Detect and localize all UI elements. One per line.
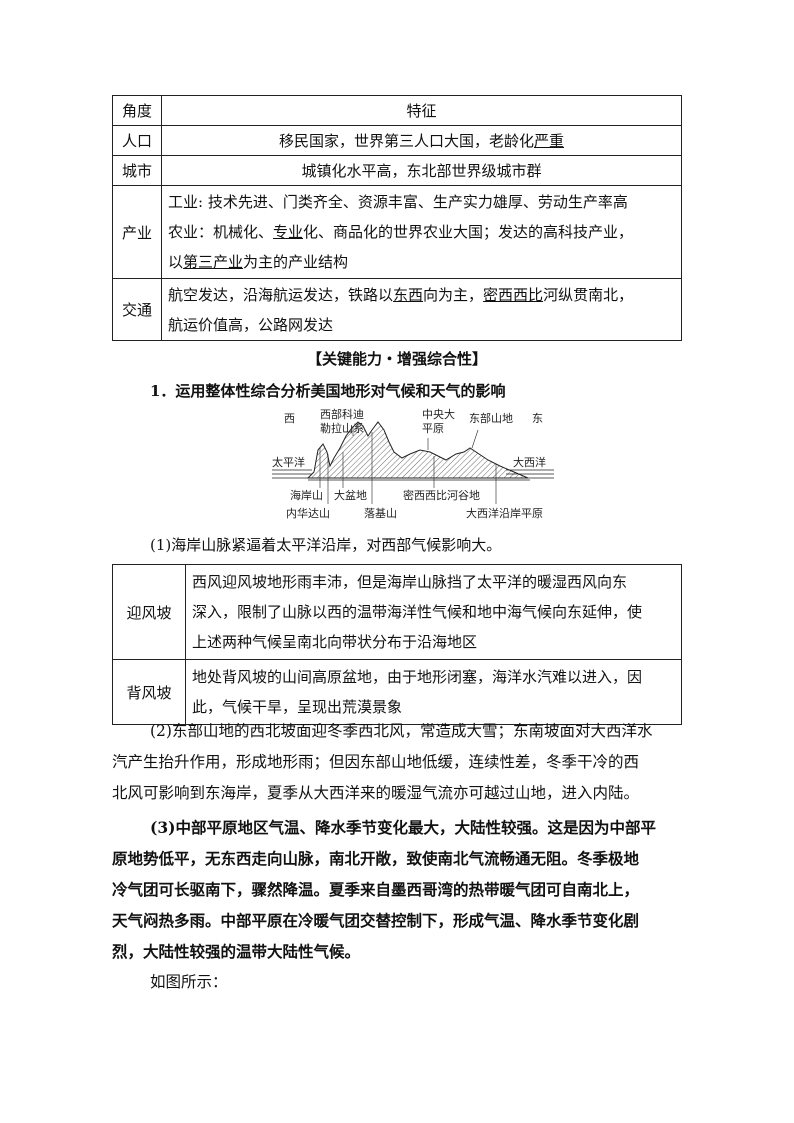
item-title: 1．运用整体性综合分析美国地形对气候和天气的影响: [150, 382, 506, 400]
section-title: 【关键能力・增强综合性】: [306, 350, 487, 368]
leeward-line-2: 此，气候干旱，呈现出荒漠景象: [192, 698, 403, 716]
point-3-line-3: 冷气团可长驱南下，骤然降温。夏季来自墨西哥湾的热带暖气团可自南北上，: [112, 880, 640, 899]
row-label-transport: 交通: [112, 278, 162, 341]
us-features-table: 角度 特征 人口 移民国家，世界第三人口大国，老龄化严重 城市 城镇化水平高，东…: [112, 95, 682, 341]
row-label-leeward: 背风坡: [112, 659, 186, 725]
row-label-population: 人口: [112, 125, 162, 156]
point-3-line-1: (3)中部平原地区气温、降水季节变化最大，大陆性较强。这是因为中部平: [150, 818, 656, 837]
label-great-basin: 大盆地: [334, 488, 367, 502]
windward-line-2: 深入，限制了山脉以西的温带海洋性气候和地中海气候向东延伸，使: [192, 603, 643, 621]
leeward-line-1: 地处背风坡的山间高原盆地，由于地形闭塞，海洋水汽难以进入，因: [192, 668, 643, 686]
header-angle: 角度: [112, 95, 162, 126]
point-2-paragraph: (2)东部山地的西北坡面迎冬季西北风，常造成大雪；东南坡面对大西洋水 汽产生抬升…: [112, 716, 682, 809]
point-3-line-4: 天气闷热多雨。中部平原在冷暖气团交替控制下，形成气温、降水季节变化剧: [112, 911, 640, 930]
label-cordillera-2: 勒拉山系: [320, 421, 364, 435]
windward-line-3: 上述两种气候呈南北向带状分布于沿海地区: [192, 633, 478, 651]
label-rockies: 落基山: [364, 507, 397, 520]
point-2-line-2: 汽产生抬升作用，形成地形雨；但因东部山地低缓，连续性差，冬季干冷的西: [112, 753, 640, 771]
row-text-city: 城镇化水平高，东北部世界级城市群: [161, 155, 682, 186]
table-row: 人口 移民国家，世界第三人口大国，老龄化严重: [112, 125, 682, 156]
point-3-line-2: 原地势低平，无东西走向山脉，南北开敞，致使南北气流畅通无阻。冬季极地: [112, 849, 640, 868]
point-2-line-3: 北风可影响到东海岸，夏季从大西洋来的暖湿气流亦可越过山地，进入内陆。: [112, 784, 640, 802]
row-label-industry: 产业: [112, 185, 162, 279]
label-coast-ranges: 海岸山: [290, 488, 323, 502]
row-text-industry: 工业: 技术先进、门类齐全、资源丰富、生产实力雄厚、劳动生产率高 农业：机械化、…: [161, 185, 682, 279]
row-text-leeward: 地处背风坡的山间高原盆地，由于地形闭塞，海洋水汽难以进入，因 此，气候干旱，呈现…: [185, 659, 682, 725]
table-row: 产业 工业: 技术先进、门类齐全、资源丰富、生产实力雄厚、劳动生产率高 农业：机…: [112, 185, 682, 279]
label-west: 西: [284, 412, 295, 425]
us-terrain-profile-diagram: 西 西部科迪 勒拉山系 中央大 平原 东部山地 东 太平洋 大西洋 海岸山 大盆…: [272, 408, 554, 520]
header-features: 特征: [161, 95, 682, 126]
transport-line-2: 航运价值高，公路网发达: [168, 315, 334, 334]
table-row: 城市 城镇化水平高，东北部世界级城市群: [112, 155, 682, 186]
table-row: 迎风坡 西风迎风坡地形雨丰沛，但是海岸山脉挡了太平洋的暖湿西风向东 深入，限制了…: [112, 564, 682, 660]
label-atlantic-plain: 大西洋沿岸平原: [466, 506, 543, 520]
row-text-windward: 西风迎风坡地形雨丰沛，但是海岸山脉挡了太平洋的暖湿西风向东 深入，限制了山脉以西…: [185, 564, 682, 660]
label-plains-2: 平原: [422, 422, 444, 435]
point-3-paragraph: (3)中部平原地区气温、降水季节变化最大，大陆性较强。这是因为中部平 原地势低平…: [112, 812, 682, 967]
slope-climate-table: 迎风坡 西风迎风坡地形雨丰沛，但是海岸山脉挡了太平洋的暖湿西风向东 深入，限制了…: [112, 564, 682, 725]
label-east: 东: [532, 412, 543, 425]
transport-line-1: 航空发达，沿海航运发达，铁路以东西向为主，密西西比河纵贯南北，: [168, 285, 634, 304]
label-pacific: 太平洋: [272, 455, 305, 469]
industry-line-1: 工业: 技术先进、门类齐全、资源丰富、生产实力雄厚、劳动生产率高: [168, 193, 628, 211]
point-3-line-5: 烈，大陆性较强的温带大陆性气候。: [112, 942, 361, 961]
windward-line-1: 西风迎风坡地形雨丰沛，但是海岸山脉挡了太平洋的暖湿西风向东: [192, 573, 628, 591]
table-row: 交通 航空发达，沿海航运发达，铁路以东西向为主，密西西比河纵贯南北， 航运价值高…: [112, 278, 682, 341]
industry-line-2: 农业：机械化、专业化、商品化的世界农业大国；发达的高科技产业，: [168, 223, 634, 241]
figure-intro: 如图所示：: [150, 973, 228, 991]
label-plains-1: 中央大: [422, 408, 455, 421]
row-text-transport: 航空发达，沿海航运发达，铁路以东西向为主，密西西比河纵贯南北， 航运价值高，公路…: [161, 278, 682, 341]
industry-line-3: 以第三产业为主的产业结构: [168, 253, 349, 271]
label-sierra-nevada: 内华达山: [286, 506, 330, 520]
row-label-city: 城市: [112, 155, 162, 186]
label-atlantic: 大西洋: [513, 455, 546, 469]
label-mississippi-valley: 密西西比河谷地: [403, 488, 480, 502]
label-cordillera-1: 西部科迪: [320, 408, 364, 421]
terrain-profile: [306, 421, 529, 479]
point-2-line-1: (2)东部山地的西北坡面迎冬季西北风，常造成大雪；东南坡面对大西洋水: [150, 722, 653, 740]
row-label-windward: 迎风坡: [112, 564, 186, 660]
table-row: 背风坡 地处背风坡的山间高原盆地，由于地形闭塞，海洋水汽难以进入，因 此，气候干…: [112, 659, 682, 725]
table-header-row: 角度 特征: [112, 95, 682, 126]
label-eastern-highlands: 东部山地: [469, 411, 513, 425]
point-1-text: (1)海岸山脉紧逼着太平洋沿岸，对西部气候影响大。: [150, 536, 502, 554]
row-text-population: 移民国家，世界第三人口大国，老龄化严重: [161, 125, 682, 156]
